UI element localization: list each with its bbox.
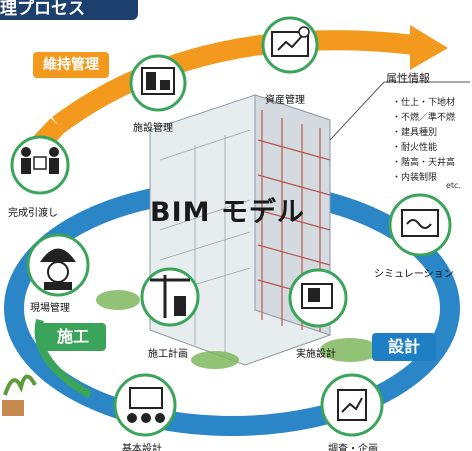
page-title: 理プロセス xyxy=(0,0,138,20)
label-detailed-design: 実施設計 xyxy=(296,349,336,360)
attribute-item: ・内装制限 xyxy=(392,173,438,183)
node-asset-management-icon xyxy=(261,16,319,74)
label-construction-planning: 施工計画 xyxy=(148,349,188,360)
attribute-info-list: ・仕上・下地材 ・不燃／準不燃 ・建具種別 ・耐火性能 ・階高・天井高 ・内装制… xyxy=(392,96,455,186)
node-detailed-design-icon xyxy=(288,268,348,328)
node-handover-icon xyxy=(10,135,70,195)
attribute-info-etc: etc. xyxy=(446,181,461,190)
label-facility-management: 施設管理 xyxy=(133,123,173,134)
label-site-management: 現場管理 xyxy=(30,303,70,314)
maintenance-arrow xyxy=(52,30,417,134)
node-site-management-icon xyxy=(26,233,90,297)
attribute-info-title: 属性情報 xyxy=(386,72,430,85)
label-basic-design: 基本設計 xyxy=(122,444,162,451)
label-simulation: シミュレーション xyxy=(374,269,454,280)
node-construction-planning-icon xyxy=(140,267,200,327)
label-handover: 完成引渡し xyxy=(8,208,58,219)
construction-flow-arrow xyxy=(34,319,93,399)
label-asset-management: 資産管理 xyxy=(265,95,305,106)
node-basic-design-icon xyxy=(113,373,177,437)
phase-maintenance-tag: 維持管理 xyxy=(33,52,109,78)
attribute-item: ・階高・天井高 xyxy=(392,158,456,168)
maintenance-arrow-head xyxy=(410,25,448,70)
phase-design-tag: 設計 xyxy=(372,333,436,361)
node-survey-planning-icon xyxy=(320,373,384,437)
building-illustration xyxy=(96,94,380,369)
node-facility-management-icon xyxy=(129,54,187,112)
bim-model-title: BIM モデル xyxy=(150,197,305,228)
node-simulation-icon xyxy=(388,193,452,257)
attribute-callout-pointer xyxy=(329,81,385,141)
attribute-item: ・建具種別 xyxy=(392,128,438,138)
attribute-item: ・不燃／準不燃 xyxy=(392,113,456,123)
attribute-item: ・仕上・下地材 xyxy=(392,98,456,108)
plant-decoration xyxy=(2,374,37,416)
label-survey-planning: 調査・企画 xyxy=(328,444,378,451)
phase-construction-tag: 施工 xyxy=(40,323,106,351)
attribute-item: ・耐火性能 xyxy=(392,143,438,153)
